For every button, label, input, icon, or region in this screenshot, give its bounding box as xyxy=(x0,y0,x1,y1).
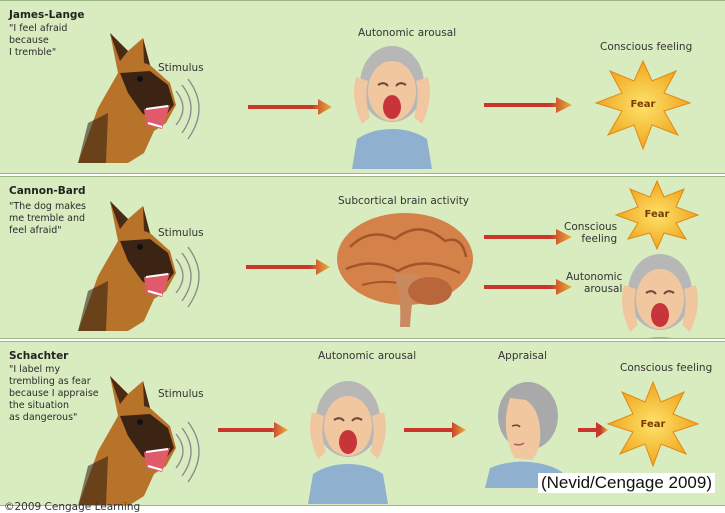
arrow-icon xyxy=(578,422,608,438)
copyright-notice: ©2009 Cengage Learning xyxy=(4,501,140,513)
dog-illustration xyxy=(78,201,199,331)
fear-label: Fear xyxy=(613,99,673,111)
panel-james-lange: James-Lange "I feel afraid because I tre… xyxy=(0,0,725,174)
fear-label: Fear xyxy=(627,209,687,221)
woman-screaming-illustration xyxy=(352,46,432,169)
arrow-icon xyxy=(404,422,466,438)
dog-illustration xyxy=(78,376,199,505)
arrow-icon xyxy=(246,259,330,275)
arrow-icon xyxy=(218,422,288,438)
dog-illustration xyxy=(78,33,199,163)
brain-illustration xyxy=(337,213,473,327)
woman-screaming-illustration xyxy=(308,381,388,504)
fear-label: Fear xyxy=(623,419,683,431)
panel-illustration xyxy=(0,177,725,338)
arrow-icon xyxy=(248,99,332,115)
woman-screaming-illustration xyxy=(620,254,700,338)
panel-illustration xyxy=(0,1,725,173)
arrow-icon xyxy=(484,97,572,113)
source-credit: (Nevid/Cengage 2009) xyxy=(538,473,715,493)
arrow-icon xyxy=(484,279,572,295)
panel-cannon-bard: Cannon-Bard "The dog makes me tremble an… xyxy=(0,176,725,339)
arrow-icon xyxy=(484,229,572,245)
